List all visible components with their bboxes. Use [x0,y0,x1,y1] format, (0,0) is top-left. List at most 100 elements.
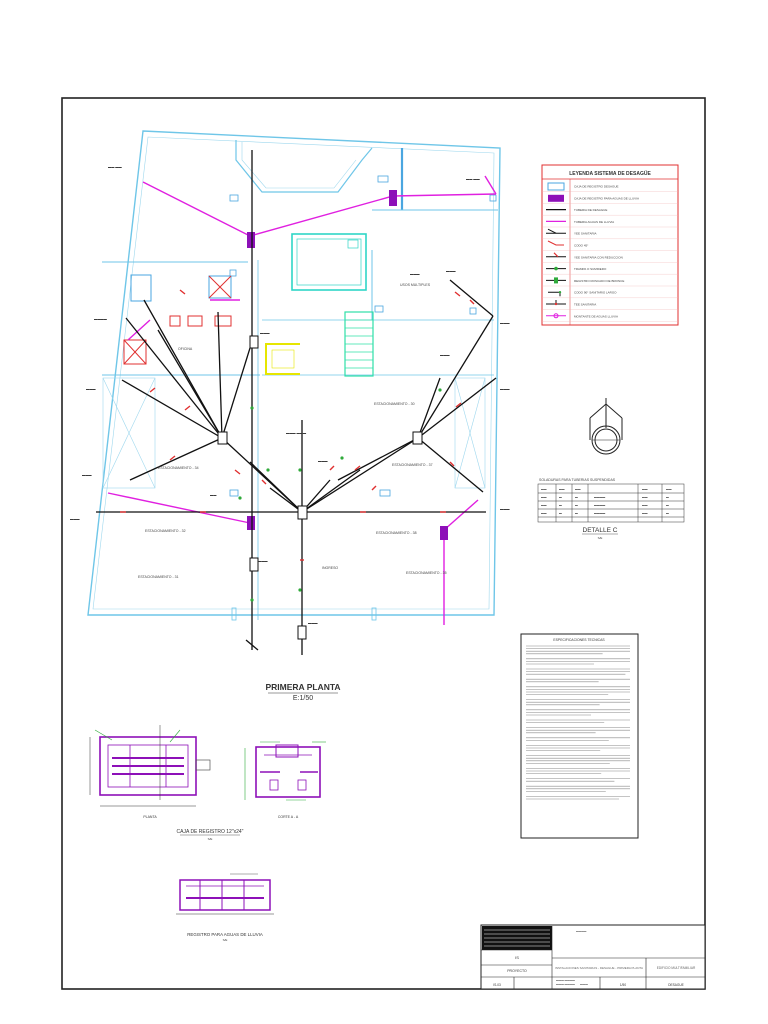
legend-row: REGISTRO ROSCADO DE BRONCE [542,277,678,287]
rain-box [440,526,448,540]
caja-title: CAJA DE REGISTRO 12"x24" [177,829,244,835]
rain-box [247,232,255,248]
fittings [120,289,475,561]
sewer-box [249,335,259,349]
registro-lluvia-drawing [179,879,271,911]
sewer-box [412,431,423,445]
legend-row: TUBERIA AGUAS DE LLUVIA [542,220,678,228]
svg-text:▬: ▬ [559,511,562,515]
legend-label: CODO 90° SANITARIO LARGO [574,291,617,295]
proyecto-label: PROYECTO [507,969,527,973]
legend-row: CAJA DE REGISTRO DESAGUE [542,182,678,192]
sewer-box [297,625,307,640]
caja-plan-label: PLANTA [143,815,157,819]
detail-c-table [537,483,685,523]
legend-symbol-elbow-icon [547,240,564,246]
room-label-ingreso: INGRESO [322,566,338,570]
legend-title: LEYENDA SISTEMA DE DESAGÜE [569,170,651,177]
svg-text:▬▬▬: ▬▬▬ [500,507,510,511]
registro-lluvia-detail: REGISTRO PARA AGUAS DE LLUVIA S/E [176,873,274,942]
room-label-est-31: ESTACIONAMIENTO - 31 [138,575,179,579]
legend-label: CODO 45° [574,244,589,248]
svg-text:▬▬: ▬▬ [575,487,581,491]
legend-label: TRAMPA O SUMIDERO [574,267,607,271]
stairs [344,311,374,377]
legend-row: CODO 90° SANITARIO LARGO [542,291,678,298]
registro-lluvia-subtitle: S/E [223,938,228,942]
svg-text:▬▬: ▬▬ [642,487,648,491]
sheet-code: IS [515,955,519,960]
svg-text:▬: ▬ [575,495,578,499]
svg-text:▬▬: ▬▬ [210,493,217,497]
legend-symbol-montante-icon [546,313,566,319]
cleanouts [238,388,442,602]
detail-c-table-title: SOLADURAS PARA TUBERIAS SUSPENDIDAS [539,478,616,482]
pool [291,233,367,291]
room-label-oficina: OFICINA [178,347,193,351]
legend-row: MONTANTE DE AGUAS LLUVIA [542,313,678,322]
svg-text:▬▬▬▬: ▬▬▬▬ [594,511,605,515]
legend-label: CAJA DE REGISTRO DESAGUE [574,185,619,189]
svg-text:▬▬▬: ▬▬▬ [308,621,318,625]
courtyard-wall [235,140,373,193]
caja-plan-callouts [94,729,181,743]
legend-symbol-yee-icon [546,228,566,234]
room-label-est-37: ESTACIONAMIENTO - 37 [392,463,433,467]
rain-box [389,190,397,206]
title-block-grid [481,926,705,989]
room-label-est-35: ESTACIONAMIENTO - 35 [406,571,447,575]
drainage-network: ▬▬ ▬▬ ▬▬ ▬▬ ▬▬▬▬ ▬▬▬ ▬▬▬ ▬▬▬ ▬▬▬ ▬▬▬ ▬▬▬… [70,150,510,655]
room-labels: USOS MULTIPLES OFICINA ESTACIONAMIENTO -… [138,283,447,579]
caja-subtitle: S/E [208,837,213,841]
svg-text:▬▬▬ ▬▬▬▬: ▬▬▬ ▬▬▬▬ [556,979,575,982]
floor-plan [87,130,501,621]
legend-row: TUBERIA DE DESAGUE [542,208,678,216]
detail-c-subtitle: S/E [598,536,603,540]
legend-row: CODO 45° [542,240,678,251]
svg-text:▬▬: ▬▬ [559,487,565,491]
technical-notes: ESPECIFICACIONES TECNICAS [520,633,639,839]
bathroom-block [123,274,232,365]
owner-name: EDIFICIO MULTIFAMILIAR [657,966,696,970]
svg-text:▬▬▬: ▬▬▬ [82,473,92,477]
reservoir [271,349,295,369]
legend-row: CAJA DE REGISTRO PARA AGUAS DE LLUVIA [542,194,678,204]
svg-text:▬▬▬: ▬▬▬ [446,269,456,273]
svg-text:▬▬: ▬▬ [541,487,547,491]
pool-ladder [347,239,359,249]
svg-text:▬▬: ▬▬ [642,511,648,515]
svg-text:▬: ▬ [575,503,578,507]
building-outline-inner [92,136,495,610]
svg-text:▬▬▬▬: ▬▬▬▬ [594,495,605,499]
notes-text-lines [526,645,630,800]
svg-text:▬▬▬ ▬▬▬: ▬▬▬ ▬▬▬ [286,431,307,435]
svg-text:▬▬ ▬▬: ▬▬ ▬▬ [466,177,480,181]
svg-text:▬: ▬ [559,503,562,507]
legend-symbol-box-cyan-icon [547,182,565,191]
svg-text:▬▬▬: ▬▬▬ [410,272,420,276]
svg-text:▬: ▬ [666,495,669,499]
legend-row: YEE SANITARIA [542,228,678,239]
legend-label: CAJA DE REGISTRO PARA AGUAS DE LLUVIA [574,196,639,200]
legend-panel: LEYENDA SISTEMA DE DESAGÜE CAJA DE REGIS… [541,164,679,326]
firm-logo [482,926,552,950]
svg-text:▬▬▬▬: ▬▬▬▬ [594,503,605,507]
rain-box [247,516,255,530]
rainwater-pipes [107,175,497,625]
svg-text:▬▬▬: ▬▬▬ [500,321,510,325]
legend-symbol-trap-icon [546,266,566,271]
registro-lluvia-title: REGISTRO PARA AGUAS DE LLUVIA [187,932,263,937]
sheet-description: INSTALACIONES SANITARIAS - DESAGUE - PRI… [555,966,643,970]
svg-text:▬▬: ▬▬ [666,487,672,491]
svg-text:▬▬▬: ▬▬▬ [86,387,96,391]
caja-plan-dims [89,725,196,807]
legend-row: YEE SANITARIA CON REDUCCION [542,252,678,263]
svg-text:▬▬: ▬▬ [541,511,547,515]
caja-section-callouts [244,741,326,801]
plan-title-block: PRIMERA PLANTA E:1/50 [265,682,340,702]
parking-hatch [102,377,486,489]
title-block-small-text: ▬▬▬▬ ▬▬▬ ▬▬▬▬ ▬▬▬ ▬▬▬▬ ▬▬▬ [556,930,588,986]
sewer-box [249,557,259,572]
detail-c-table-cells: ▬▬▬▬▬▬▬▬▬▬ ▬▬▬▬▬▬▬▬▬▬▬ ▬▬▬▬▬▬▬▬▬▬▬ ▬▬▬▬▬… [541,487,672,515]
